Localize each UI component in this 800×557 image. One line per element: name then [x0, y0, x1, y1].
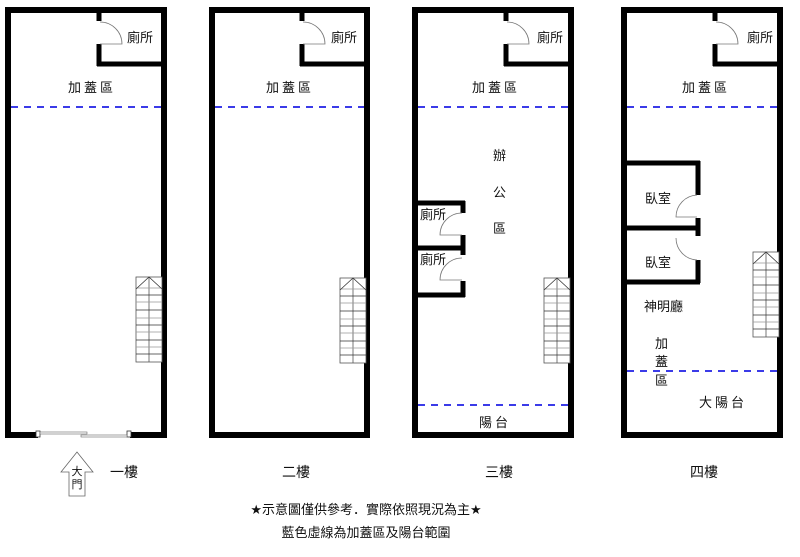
floor-2-plan: 廁所 加蓋區 二樓: [209, 7, 370, 481]
floor-3-office-label-3: 區: [493, 222, 506, 237]
floor-3-toilet-label: 廁所: [537, 30, 563, 46]
floor-3-side-toilet-label-2: 廁所: [420, 252, 446, 268]
door-swing-icon: [99, 21, 123, 45]
floor-4-bedroom-label-2: 臥室: [645, 255, 671, 271]
entrance-label-2: 門: [72, 478, 83, 491]
floor-4-toilet-room: 廁所: [712, 10, 780, 67]
floor-1-title: 一樓: [110, 465, 138, 481]
floor-2-addition-area-label: 加蓋區: [266, 81, 314, 96]
floor-4-bedroom-label-1: 臥室: [645, 191, 671, 207]
floor-4-stairs-icon: [752, 251, 780, 338]
door-swing-icon: [715, 21, 739, 45]
disclaimer-note: ★示意圖僅供參考．實際依照現況為主★: [250, 502, 481, 518]
floor-2-toilet-label: 廁所: [331, 30, 357, 46]
floor-2-title: 二樓: [282, 465, 310, 481]
floor-1-addition-area-label: 加蓋區: [68, 81, 116, 96]
floor-4-walls: [621, 7, 783, 438]
floor-1-stairs-icon: [135, 276, 163, 363]
floor-1-toilet-room: 廁所: [96, 10, 164, 67]
floor-1-walls: [5, 7, 167, 438]
floor-3-plan: 廁所 加蓋區 辦 公 區 廁所 廁所 陽台 三樓: [412, 7, 574, 481]
floor-2-walls: [209, 7, 370, 438]
floor-4-shrine-hall-label: 神明廳: [644, 299, 683, 315]
floor-4-addition-vertical-3: 區: [655, 374, 668, 389]
floor-3-office-label-1: 辦: [493, 149, 506, 164]
floor-4-plan: 廁所 加蓋區 臥室 臥室 神明廳 加 蓋 區 大陽台 四樓: [621, 7, 783, 481]
entrance-label-1: 大: [72, 464, 83, 478]
floor-4-toilet-label: 廁所: [747, 30, 773, 46]
floor-4-addition-area-label: 加蓋區: [682, 81, 730, 96]
door-swing-icon: [302, 21, 326, 45]
floor-1-entrance-gap: [38, 430, 130, 439]
entrance-arrow-icon: 大 門: [60, 451, 94, 497]
floor-3-toilet-room: 廁所: [503, 10, 571, 67]
floor-1-toilet-label: 廁所: [127, 30, 153, 46]
floor-3-balcony-label: 陽台: [479, 416, 511, 431]
legend-note: 藍色虛線為加蓋區及陽台範圍: [281, 525, 450, 541]
door-swing-icon: [506, 21, 530, 45]
floor-2-stairs-icon: [339, 277, 367, 364]
door-swing-icon: [675, 237, 698, 261]
door-swing-icon: [439, 212, 463, 236]
floor-3-addition-area-label: 加蓋區: [472, 81, 520, 96]
floor-4-big-balcony-label: 大陽台: [699, 396, 747, 411]
entrance-sliding-door: [35, 430, 132, 438]
floor-3-stairs-icon: [543, 277, 571, 364]
floor-1-plan: 廁所 加蓋區 大 門 一樓: [5, 7, 167, 497]
floor-4-title: 四樓: [690, 465, 718, 481]
floor-3-office-label-2: 公: [493, 186, 506, 201]
floor-3-side-toilets: 廁所 廁所: [415, 200, 466, 298]
floor-4-addition-vertical-1: 加: [655, 337, 668, 352]
floor-2-toilet-room: 廁所: [299, 10, 367, 67]
floor-3-side-toilet-label-1: 廁所: [420, 207, 446, 223]
floor-4-bedrooms: 臥室 臥室: [624, 160, 701, 285]
floor-3-title: 三樓: [485, 465, 513, 481]
door-swing-icon: [439, 257, 463, 281]
floor-4-addition-vertical-2: 蓋: [655, 355, 668, 370]
door-swing-icon: [675, 194, 698, 218]
